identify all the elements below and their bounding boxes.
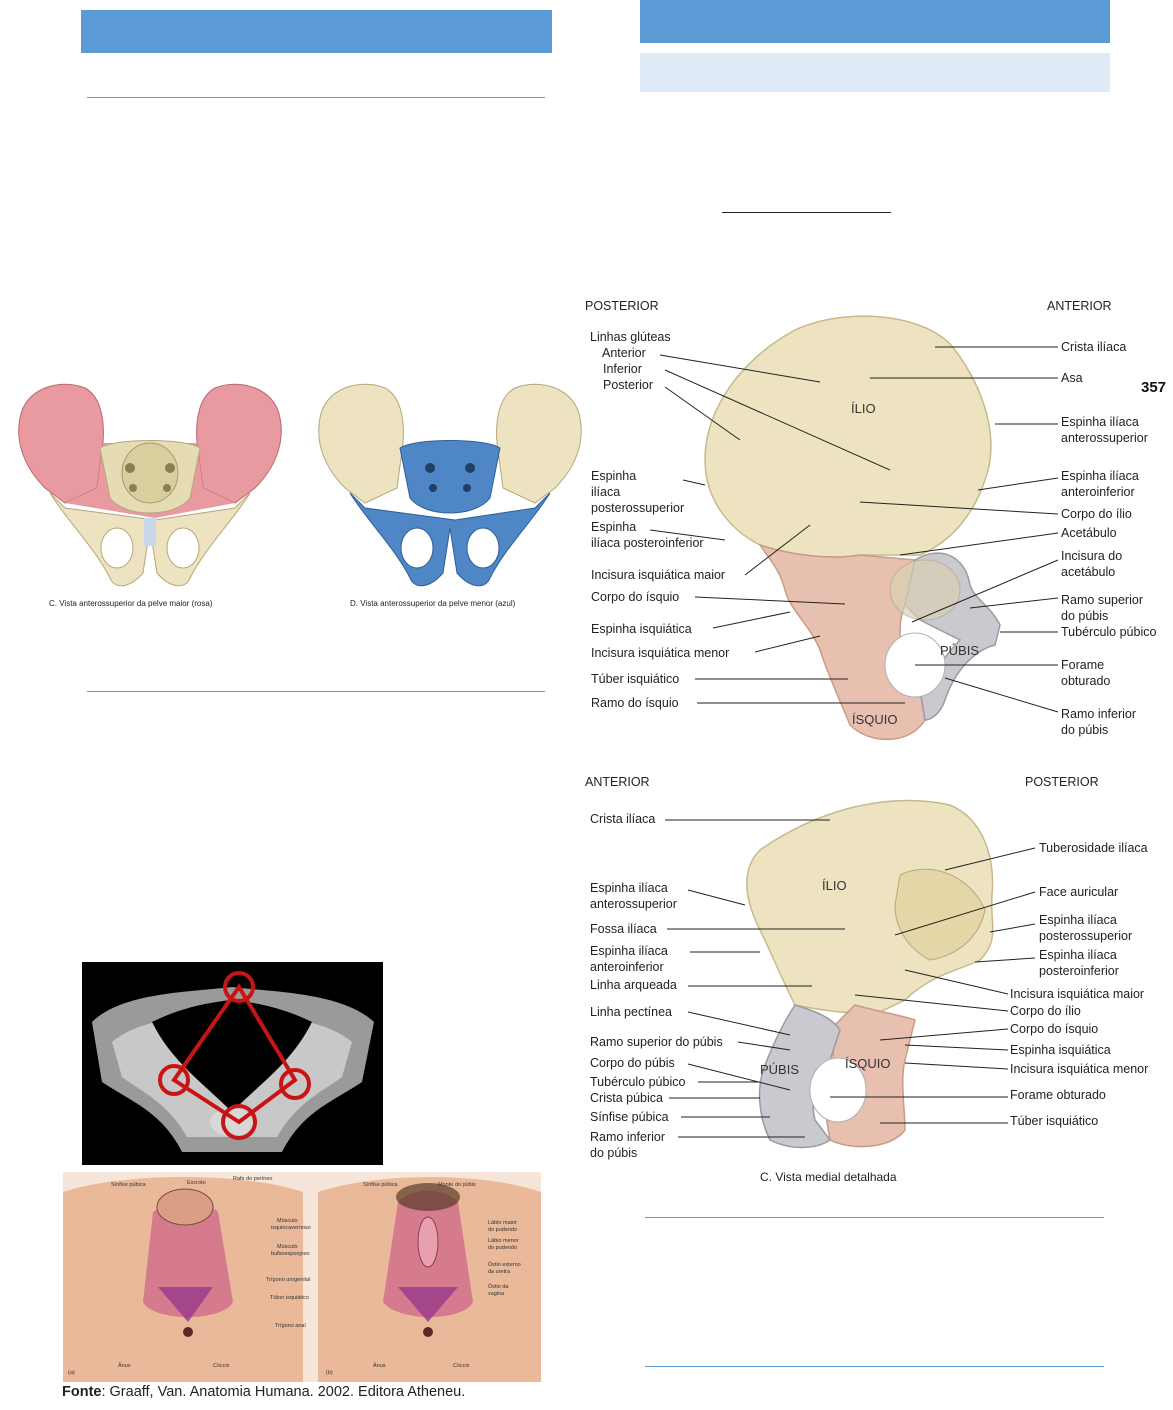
label-m-incisura-menor: Incisura isquiática menor [1010,1062,1148,1077]
label-m-espinha-isq: Espinha isquiática [1010,1043,1111,1058]
region-pubis-medial: PÚBIS [760,1062,799,1077]
region-ilio-medial: ÍLIO [822,878,847,893]
caption-medial-view: C. Vista medial detalhada [760,1170,897,1184]
right-divider-lower-2 [645,1366,1104,1367]
region-isquio-medial: ÍSQUIO [845,1056,891,1071]
label-m-incisura-maior: Incisura isquiática maior [1010,987,1144,1002]
label-m-eipi-2: posteroinferior [1039,964,1119,979]
label-m-corpo-ilio: Corpo do ílio [1010,1004,1081,1019]
label-m-eipi-1: Espinha ilíaca [1039,948,1117,963]
right-divider-lower-1 [645,1217,1104,1218]
label-m-eips-1: Espinha ilíaca [1039,913,1117,928]
label-m-ramo-inf-1: Ramo inferior [590,1130,665,1145]
label-m-sinfise: Sínfise púbica [590,1110,669,1125]
label-m-eias-2: anterossuperior [590,897,677,912]
label-m-linha-arqueada: Linha arqueada [590,978,677,993]
label-m-crista: Crista ilíaca [590,812,655,827]
label-m-tuber: Túber isquiático [1010,1114,1098,1129]
label-m-forame: Forame obturado [1010,1088,1106,1103]
caption-medial-text: C. Vista medial detalhada [760,1170,897,1184]
label-m-face-auricular: Face auricular [1039,885,1118,900]
label-m-eips-2: posterossuperior [1039,929,1132,944]
label-m-tuberosidade: Tuberosidade ilíaca [1039,841,1148,856]
label-m-eias-1: Espinha ilíaca [590,881,668,896]
label-m-corpo-isquio: Corpo do ísquio [1010,1022,1098,1037]
label-m-ramo-sup: Ramo superior do púbis [590,1035,723,1050]
label-m-fossa: Fossa ilíaca [590,922,657,937]
label-m-eiai-2: anteroinferior [590,960,664,975]
label-m-eiai-1: Espinha ilíaca [590,944,668,959]
label-m-ramo-inf-2: do púbis [590,1146,637,1161]
label-m-corpo-pubis: Corpo do púbis [590,1056,675,1071]
label-m-crista-pubica: Crista púbica [590,1091,663,1106]
label-m-linha-pectinea: Linha pectínea [590,1005,672,1020]
label-m-tuberculo: Tubérculo púbico [590,1075,685,1090]
